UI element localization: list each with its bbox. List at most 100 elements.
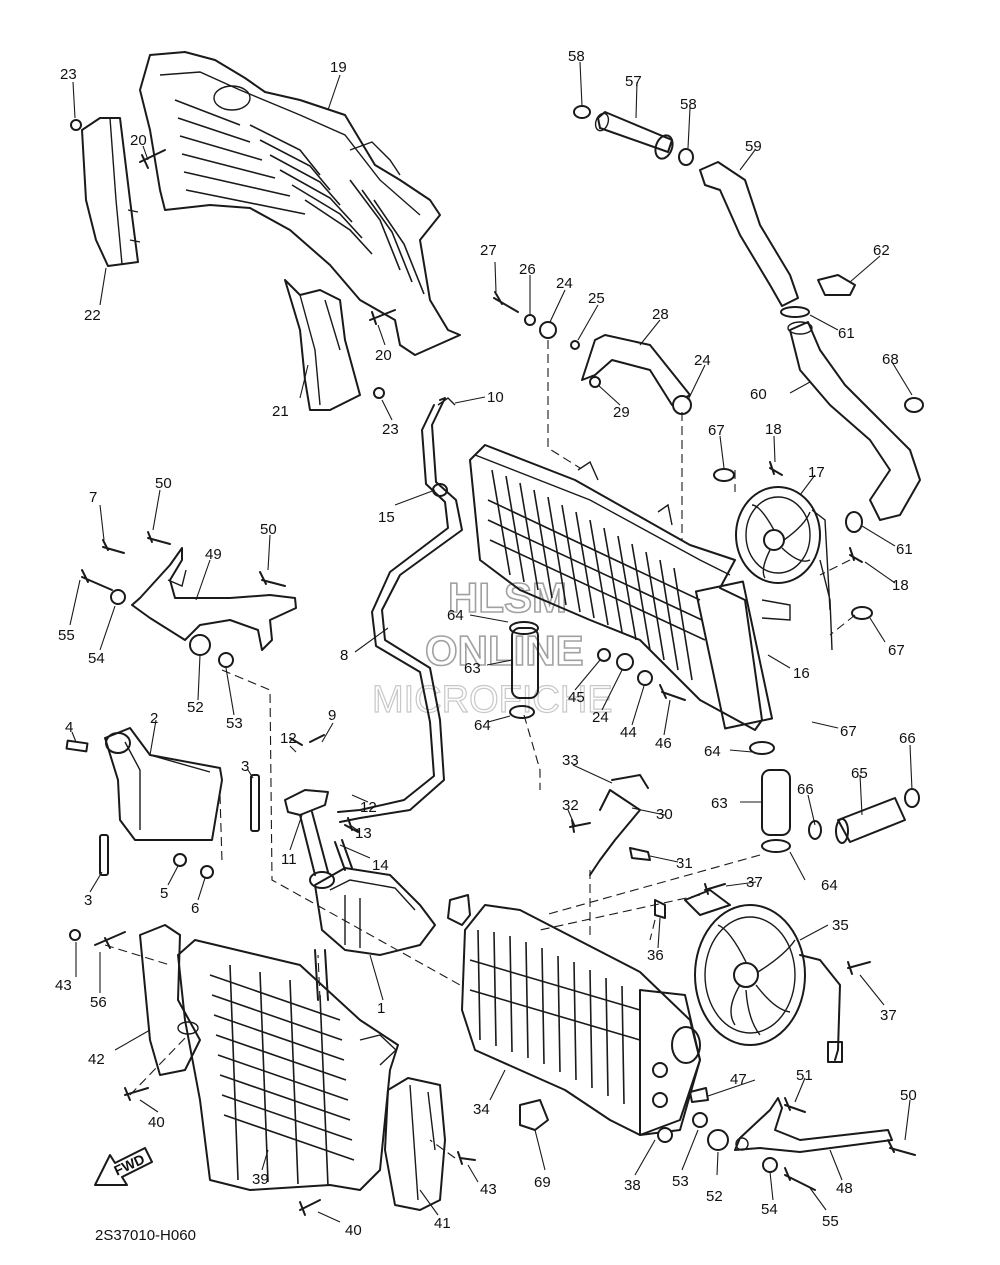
- callout-41: 41: [434, 1215, 451, 1232]
- callout-57: 57: [625, 73, 642, 90]
- upper-fan: [735, 486, 833, 651]
- callout-52b: 52: [706, 1188, 723, 1205]
- callout-25: 25: [588, 290, 605, 307]
- callout-20b: 20: [375, 347, 392, 364]
- callout-33: 33: [562, 752, 579, 769]
- callout-35: 35: [832, 917, 849, 934]
- callout-39: 39: [252, 1171, 269, 1188]
- callout-69: 69: [534, 1174, 551, 1191]
- callout-51: 51: [796, 1067, 813, 1084]
- callout-66b: 66: [797, 781, 814, 798]
- watermark-line2: ONLINE: [425, 627, 584, 674]
- callout-67b: 67: [888, 642, 905, 659]
- callout-29: 29: [613, 404, 630, 421]
- callout-22: 22: [84, 307, 101, 324]
- callout-34: 34: [473, 1101, 490, 1118]
- callout-65: 65: [851, 765, 868, 782]
- reservoir-2: [65, 727, 260, 876]
- callout-50b: 50: [260, 521, 277, 538]
- fwd-arrow: FWD: [94, 1147, 153, 1186]
- callout-62: 62: [873, 242, 890, 259]
- diagram-code: 2S37010-H060: [95, 1227, 196, 1244]
- callout-58a: 58: [568, 48, 585, 65]
- watermark-line3: MICROFICHE: [372, 679, 613, 721]
- lower-fan-35: [684, 889, 843, 1063]
- callout-37a: 37: [746, 874, 763, 891]
- callouts: 1 2 3 3 4 5 6 7 8 9 10 11 12 12 13 14 15…: [55, 48, 917, 1239]
- upper-radiator-cover: [139, 51, 461, 356]
- callout-66a: 66: [899, 730, 916, 747]
- callout-30: 30: [656, 806, 673, 823]
- side-cover-42: [139, 924, 201, 1076]
- callout-45: 45: [568, 689, 585, 706]
- callout-15: 15: [378, 509, 395, 526]
- callout-63a: 63: [464, 660, 481, 677]
- callout-43a: 43: [55, 977, 72, 994]
- hose-63-lower: [749, 741, 791, 853]
- callout-4: 4: [65, 719, 73, 736]
- callout-26: 26: [519, 261, 536, 278]
- main-radiator: [469, 444, 791, 731]
- side-cover-22: [81, 117, 141, 267]
- callout-3a: 3: [241, 758, 249, 775]
- callout-13: 13: [355, 825, 372, 842]
- callout-44: 44: [620, 724, 637, 741]
- lower-radiator-cover-39: [177, 939, 399, 1191]
- callout-53a: 53: [226, 715, 243, 732]
- breather-hose-8: [337, 397, 463, 823]
- callout-24a: 24: [556, 275, 573, 292]
- callout-42: 42: [88, 1051, 105, 1068]
- callout-23a: 23: [60, 66, 77, 83]
- hose-59: [699, 161, 799, 307]
- hose-63-upper: [509, 621, 539, 719]
- hose-57: [594, 111, 674, 160]
- callout-9: 9: [328, 707, 336, 724]
- callout-50a: 50: [155, 475, 172, 492]
- callout-1: 1: [377, 1000, 385, 1017]
- callout-16: 16: [793, 665, 810, 682]
- hose-65: [808, 788, 920, 844]
- callout-8: 8: [340, 647, 348, 664]
- callout-60: 60: [750, 386, 767, 403]
- clamps-upper: [573, 105, 924, 620]
- callout-49: 49: [205, 546, 222, 563]
- side-cover-41: [384, 1077, 446, 1211]
- callout-56: 56: [90, 994, 107, 1011]
- callout-32: 32: [562, 797, 579, 814]
- callout-48: 48: [836, 1180, 853, 1197]
- side-cover-21: [284, 279, 361, 411]
- leader-lines: [69, 61, 913, 1223]
- callout-28: 28: [652, 306, 669, 323]
- callout-55b: 55: [822, 1213, 839, 1230]
- callout-55a: 55: [58, 627, 75, 644]
- callout-50c: 50: [900, 1087, 917, 1104]
- callout-18b: 18: [892, 577, 909, 594]
- callout-20a: 20: [130, 132, 147, 149]
- callout-5: 5: [160, 885, 168, 902]
- callout-61a: 61: [838, 325, 855, 342]
- callout-68: 68: [882, 351, 899, 368]
- callout-36: 36: [647, 947, 664, 964]
- callout-18a: 18: [765, 421, 782, 438]
- callout-27: 27: [480, 242, 497, 259]
- callout-64b: 64: [474, 717, 491, 734]
- lower-radiator-34: [447, 894, 701, 1136]
- callout-53b: 53: [672, 1173, 689, 1190]
- hose-60: [787, 321, 921, 521]
- callout-43b: 43: [480, 1181, 497, 1198]
- callout-10: 10: [487, 389, 504, 406]
- callout-67c: 67: [840, 723, 857, 740]
- callout-58b: 58: [680, 96, 697, 113]
- callout-40a: 40: [148, 1114, 165, 1131]
- callout-59: 59: [745, 138, 762, 155]
- callout-46: 46: [655, 735, 672, 752]
- callout-47: 47: [730, 1071, 747, 1088]
- callout-19: 19: [330, 59, 347, 76]
- callout-64d: 64: [821, 877, 838, 894]
- misc-fasteners: [69, 119, 871, 1216]
- callout-54a: 54: [88, 650, 105, 667]
- callout-24c: 24: [592, 709, 609, 726]
- callout-24b: 24: [694, 352, 711, 369]
- coolant-tank-1: [284, 734, 436, 1001]
- bracket-48: [657, 1087, 916, 1191]
